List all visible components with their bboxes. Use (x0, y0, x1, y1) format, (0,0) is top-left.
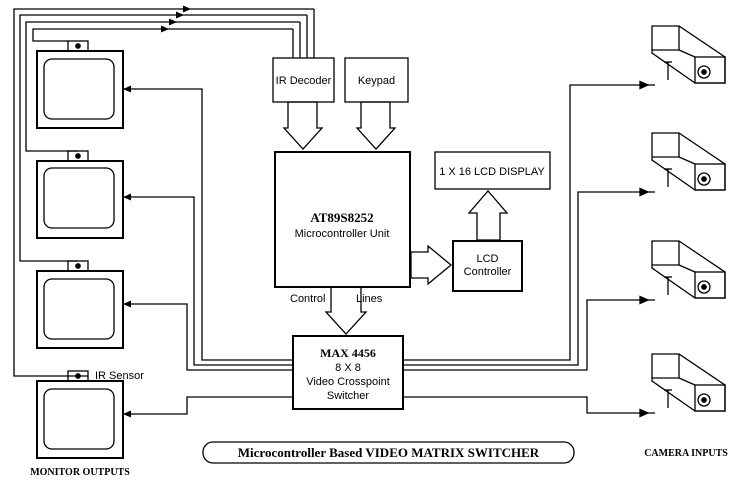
arrow-mcu-to-switcher (324, 286, 368, 335)
lines-label: Lines (356, 293, 383, 305)
monitor-1 (36, 40, 124, 129)
title-frame (202, 441, 575, 464)
monitor-4 (36, 370, 124, 459)
mcu-name-label: AT89S8252 (310, 210, 373, 225)
ir-signal-bus (13, 5, 315, 377)
ir-decoder-label: IR Decoder (276, 75, 332, 87)
lcd-controller-box (452, 240, 523, 292)
mcu-sub-label: Microcontroller Unit (295, 228, 390, 240)
switcher-sub-label-2: Switcher (327, 390, 370, 402)
lcd-display-label: 1 X 16 LCD DISPLAY (439, 166, 545, 178)
monitor-2 (36, 150, 124, 239)
arrow-keypad-to-mcu (355, 101, 397, 150)
control-label: Control (290, 293, 325, 305)
lcd-controller-label-1: LCD (476, 253, 498, 265)
monitor-outputs-label: MONITOR OUTPUTS (30, 467, 130, 478)
camera-inputs-label: CAMERA INPUTS (644, 448, 728, 459)
diagram-title: Microcontroller Based VIDEO MATRIX SWITC… (238, 445, 540, 460)
switcher-sub-label-1: Video Crosspoint (306, 376, 390, 388)
camera-4 (651, 353, 726, 412)
arrow-controller-to-display (467, 190, 509, 241)
monitor-3 (36, 260, 124, 349)
arrow-ir-to-mcu (282, 101, 324, 150)
switcher-box (292, 335, 404, 410)
keypad-label: Keypad (358, 75, 395, 87)
switcher-name-label: MAX 4456 (320, 346, 376, 360)
camera-3 (651, 240, 726, 299)
monitor-output-lines (123, 85, 293, 418)
camera-1 (651, 25, 726, 84)
lcd-display-box (434, 151, 551, 190)
lcd-controller-label-2: Controller (464, 266, 512, 278)
arrow-mcu-to-lcd-controller (410, 244, 453, 286)
ir-sensor-label: IR Sensor (95, 370, 144, 382)
camera-2 (651, 132, 726, 191)
switcher-size-label: 8 X 8 (335, 362, 361, 374)
camera-input-lines (403, 80, 655, 418)
